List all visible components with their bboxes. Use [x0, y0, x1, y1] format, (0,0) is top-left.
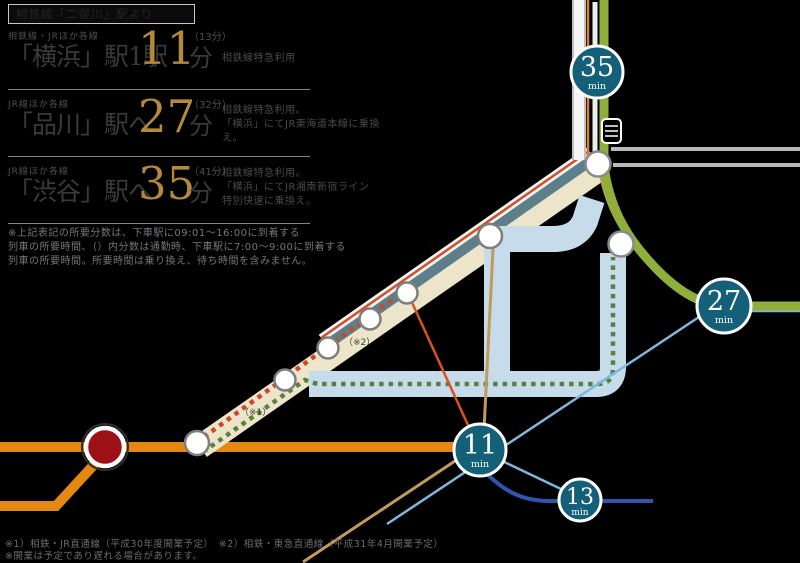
route-minutes: 27 — [138, 90, 196, 143]
station-node — [273, 368, 297, 392]
origin-station-futamatagawa — [81, 423, 129, 471]
station-node — [395, 281, 419, 305]
badge-unit: min — [715, 315, 733, 326]
divider — [8, 89, 310, 90]
route-notes: 相鉄線特急利用 — [222, 52, 296, 66]
route-note-line: 相鉄線特急利用。 — [222, 168, 306, 179]
sotetsu-main-line — [0, 442, 458, 511]
divider — [8, 223, 310, 224]
red-branch-to-yokohama — [407, 295, 475, 437]
jr-gray-lines — [611, 147, 800, 167]
route-minutes-unit: 分 — [189, 44, 213, 72]
disclaimer-line: 列車の所要時間。所要時間は乗り換え、待ち時間を含みません。 — [8, 256, 313, 267]
sotetsu-izumino-branch — [0, 452, 106, 511]
route-note-line: 「横浜」にてJR湘南新宿ライン — [222, 182, 370, 193]
badge-unit: min — [571, 508, 588, 518]
origin-dot — [83, 425, 127, 469]
divider — [8, 156, 310, 157]
route-minutes: 11 — [138, 22, 196, 75]
time-disclaimer: ※上記表記の所要分数は、下車駅に09:01～16:00に到着する 列車の所要時間… — [8, 227, 346, 269]
lightblue-line-diagonal — [386, 311, 706, 526]
badge-circle — [569, 44, 625, 100]
route-note-line: 特別快速に乗換え。 — [222, 196, 317, 207]
badge-circle — [452, 422, 508, 478]
route-notes: 相鉄線特急利用。 「横浜」にてJR湘南新宿ライン 特別快速に乗換え。 — [222, 167, 369, 209]
route-peak-minutes: （41分） — [189, 167, 232, 178]
route-line-label: JR線ほか各線 — [8, 167, 69, 177]
tan-line-diagonal — [302, 453, 465, 563]
darkblue-line-curve — [484, 471, 559, 504]
sotetsu-tokyu-planned-line-dotted — [201, 257, 616, 454]
route-destination: 「品川」駅へ — [8, 110, 153, 139]
route-minutes-unit: 分 — [189, 112, 213, 140]
badge-13min: 13 min — [557, 477, 603, 523]
badge-value: 35 — [580, 52, 614, 83]
map-title-box: 相鉄線「二俣川」駅より — [8, 4, 195, 24]
lightblue-band-upper — [493, 195, 605, 252]
route-line-label: 相鉄線・JRほか各線 — [8, 32, 99, 42]
disclaimer-line: ※上記表記の所要分数は、下車駅に09:01～16:00に到着する — [8, 228, 301, 239]
station-nodes — [183, 150, 635, 457]
badge-value: 11 — [463, 430, 497, 461]
route-line-label: JR線ほか各線 — [8, 100, 69, 110]
badge-shinagawa-27min: 27 min — [695, 277, 753, 335]
badge-circle — [557, 477, 603, 523]
route-note-line: 相鉄線特急利用 — [222, 53, 296, 64]
green-line-curve — [599, 165, 800, 311]
route-note-line: 「横浜」にてJR東海道本線に乗換え。 — [222, 119, 380, 144]
sotetsu-jr-planned-line-dotted — [202, 289, 406, 439]
lightblue-line-branch — [497, 457, 562, 491]
badge-value: 27 — [707, 286, 741, 317]
station-node — [607, 230, 635, 258]
badge-yokohama-11min: 11 min — [452, 422, 508, 478]
route-destination: 「渋谷」駅へ — [8, 177, 153, 206]
footer-line: ※1）相鉄・JR直通線（平成30年度開業予定） ※2）相鉄・東急直通線（平成31… — [5, 539, 444, 550]
train-windows — [605, 125, 618, 137]
badge-unit: min — [588, 81, 606, 92]
route-minutes-unit: 分 — [189, 179, 213, 207]
badge-unit: min — [471, 459, 489, 470]
planned-line-label-2: （※2） — [344, 337, 375, 348]
station-node — [316, 336, 340, 360]
footer-disclaimer: ※1）相鉄・JR直通線（平成30年度開業予定） ※2）相鉄・東急直通線（平成31… — [5, 539, 443, 563]
station-node — [183, 429, 211, 457]
route-entry-shibuya: JR線ほか各線 「渋谷」駅へ 35 （41分） 分 相鉄線特急利用。 「横浜」に… — [8, 157, 400, 229]
train-icon — [601, 118, 622, 144]
route-minutes: 35 — [138, 157, 196, 210]
route-peak-minutes: （13分） — [189, 32, 232, 43]
route-destination: 「横浜」駅1駅 — [8, 42, 168, 71]
jr-direct-red-line — [320, 149, 590, 340]
cream-corridor-band — [193, 158, 608, 457]
tan-line-vertical — [482, 248, 495, 431]
route-peak-minutes: （32分） — [189, 100, 232, 111]
route-entry-yokohama: 相鉄線・JRほか各線 「横浜」駅1駅 11 （13分） 分 相鉄線特急利用 — [8, 22, 400, 94]
planned-line-label-1: （※1） — [240, 407, 271, 418]
station-node — [476, 222, 504, 250]
station-node — [358, 307, 382, 331]
junction-node — [584, 150, 612, 178]
route-notes: 相鉄線特急利用。 「横浜」にてJR東海道本線に乗換え。 — [222, 104, 400, 146]
disclaimer-line: 列車の所要時間、（）内分数は通勤時、下車駅に7:00～9:00に到着する — [8, 242, 346, 253]
route-entry-shinagawa: JR線ほか各線 「品川」駅へ 27 （32分） 分 相鉄線特急利用。 「横浜」に… — [8, 90, 400, 162]
origin-outer-ring — [81, 423, 129, 471]
footer-line: ※開業は予定であり遅れる場合があります。 — [5, 551, 203, 562]
badge-value: 13 — [566, 485, 594, 510]
route-note-line: 相鉄線特急利用。 — [222, 105, 306, 116]
badge-circle — [695, 277, 753, 335]
badge-shibuya-35min: 35 min — [569, 44, 625, 100]
